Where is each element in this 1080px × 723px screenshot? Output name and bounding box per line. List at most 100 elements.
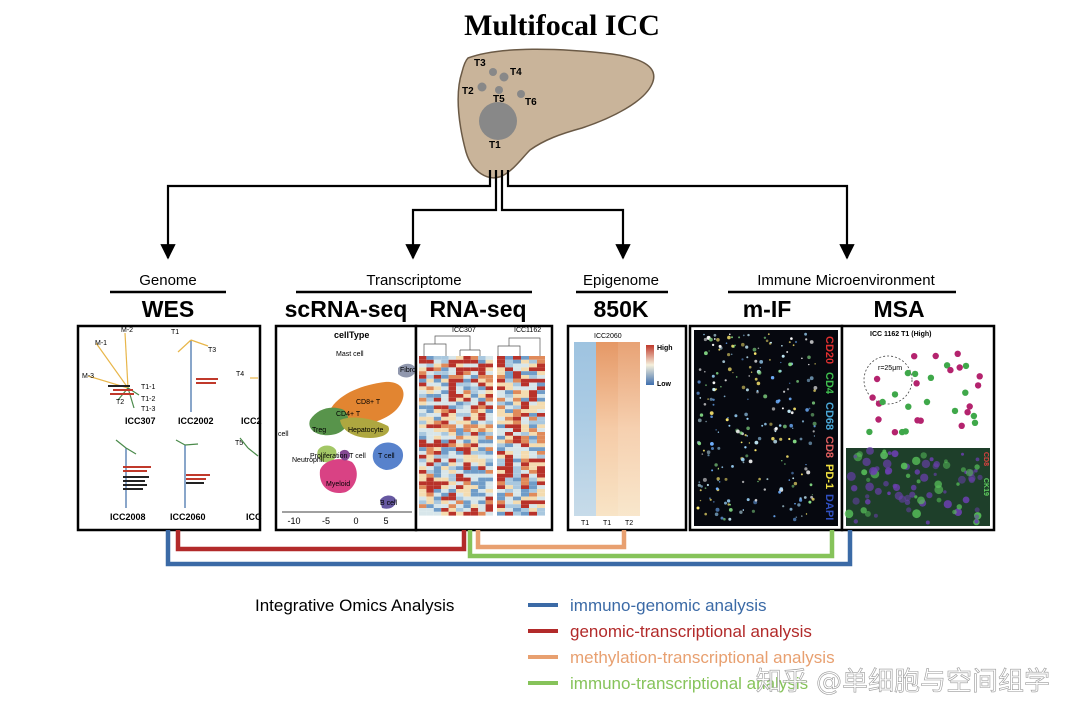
heatmap-cell: [529, 378, 537, 383]
heatmap-cell: [470, 401, 479, 406]
heatmap-cell: [456, 511, 464, 516]
wes-case-icc307: ICC307: [125, 416, 156, 426]
mif-cell: [709, 411, 714, 415]
heatmap-cell: [529, 496, 537, 501]
mif-cell: [727, 416, 729, 419]
heatmap-cell: [513, 489, 521, 493]
heatmap-cell: [448, 409, 456, 413]
mif-cell: [745, 388, 749, 392]
wes-node-m1: M-1: [95, 340, 107, 347]
heatmap-cell: [485, 382, 493, 387]
heatmap-cell: [456, 359, 464, 364]
mif-cell: [740, 441, 743, 444]
mif-cell: [790, 337, 793, 340]
heatmap-cell: [497, 439, 505, 444]
msa-cell: [951, 407, 959, 415]
legend: immuno-genomic analysis genomic-transcri…: [528, 596, 835, 693]
mif-cell: [711, 374, 715, 378]
heatmap-cell: [505, 378, 513, 383]
mif-cell: [791, 471, 794, 475]
heatmap-cell: [426, 424, 434, 429]
cluster-label-bcell: B cell: [380, 500, 398, 507]
heatmap-cell: [485, 378, 493, 383]
heatmap-cell: [456, 394, 464, 398]
heatmap-cell: [463, 443, 471, 448]
heatmap-cell: [441, 359, 449, 364]
heatmap-cell: [426, 367, 434, 372]
heatmap-cell: [470, 473, 479, 478]
heatmap-cell: [529, 420, 537, 425]
cluster-label-fibro: Fibro: [400, 367, 416, 374]
heatmap-cell: [537, 504, 545, 508]
mif-cell: [745, 345, 749, 349]
heatmap-cell: [448, 435, 456, 440]
heatmap-cell: [537, 401, 545, 406]
heatmap-cell: [426, 432, 434, 436]
msa-tissue-cell: [974, 468, 978, 473]
heatmap-cell: [448, 473, 456, 478]
mif-cell: [787, 409, 791, 413]
heatmap-cell: [456, 405, 464, 410]
heatmap-cell: [433, 363, 442, 368]
mif-cell: [783, 390, 786, 393]
heatmap-cell: [497, 359, 505, 364]
heatmap-cell: [470, 390, 479, 394]
mif-cell: [789, 382, 791, 384]
msa-tissue-cell: [977, 474, 983, 480]
heatmap-cell: [521, 390, 529, 394]
heatmap-cell: [537, 382, 545, 387]
mif-cell: [780, 361, 782, 364]
mif-cell: [707, 398, 709, 400]
heatmap-cell: [441, 462, 449, 467]
heatmap-cell: [521, 405, 529, 410]
heatmap-cell: [485, 492, 493, 497]
heatmap-cell: [485, 394, 493, 398]
heatmap-cell: [448, 443, 456, 448]
msa-tissue-cell: [917, 496, 925, 505]
heatmap-cell: [478, 504, 486, 508]
heatmap-cell: [485, 470, 493, 474]
heatmap-cell: [485, 466, 493, 470]
mif-cell: [736, 429, 740, 434]
heatmap-cell: [485, 401, 493, 406]
msa-cell: [911, 370, 919, 378]
rnaseq-heatmap-left: [419, 356, 493, 516]
mif-cell: [792, 477, 795, 480]
heatmap-cell: [448, 500, 456, 505]
mif-cell: [724, 379, 727, 382]
mif-cell: [809, 376, 814, 381]
mif-cell: [779, 437, 783, 441]
heatmap-cell: [463, 508, 471, 512]
heatmap-cell: [478, 428, 486, 432]
heatmap-cell: [456, 420, 464, 425]
msa-tissue-cell: [933, 472, 937, 476]
heatmap-cell: [470, 454, 479, 459]
heatmap-cell: [513, 390, 521, 394]
mif-cell: [728, 508, 733, 512]
heatmap-cell: [448, 492, 456, 497]
heatmap-cell: [478, 405, 486, 410]
heatmap-cell: [441, 492, 449, 497]
heatmap-cell: [485, 363, 493, 368]
k850-panel: ICC2060 High Low T1 T1 T2: [566, 324, 688, 532]
heatmap-cell: [521, 496, 529, 501]
heatmap-cell: [485, 409, 493, 413]
heatmap-cell: [470, 432, 479, 436]
heatmap-cell: [441, 454, 449, 459]
heatmap-cell: [426, 409, 434, 413]
heatmap-cell: [441, 447, 449, 451]
heatmap-cell: [513, 367, 521, 372]
heatmap-cell: [419, 432, 427, 436]
mif-cell: [781, 354, 785, 358]
heatmap-cell: [470, 435, 479, 440]
heatmap-cell: [470, 462, 479, 467]
heatmap-cell: [478, 367, 486, 372]
heatmap-cell: [433, 428, 442, 432]
heatmap-cell: [497, 496, 505, 501]
msa-tissue-cell: [846, 471, 856, 481]
mif-cell: [792, 427, 794, 429]
heatmap-cell: [470, 371, 479, 375]
msa-cell: [866, 428, 873, 436]
mif-cell: [711, 343, 715, 347]
heatmap-cell: [426, 397, 434, 402]
